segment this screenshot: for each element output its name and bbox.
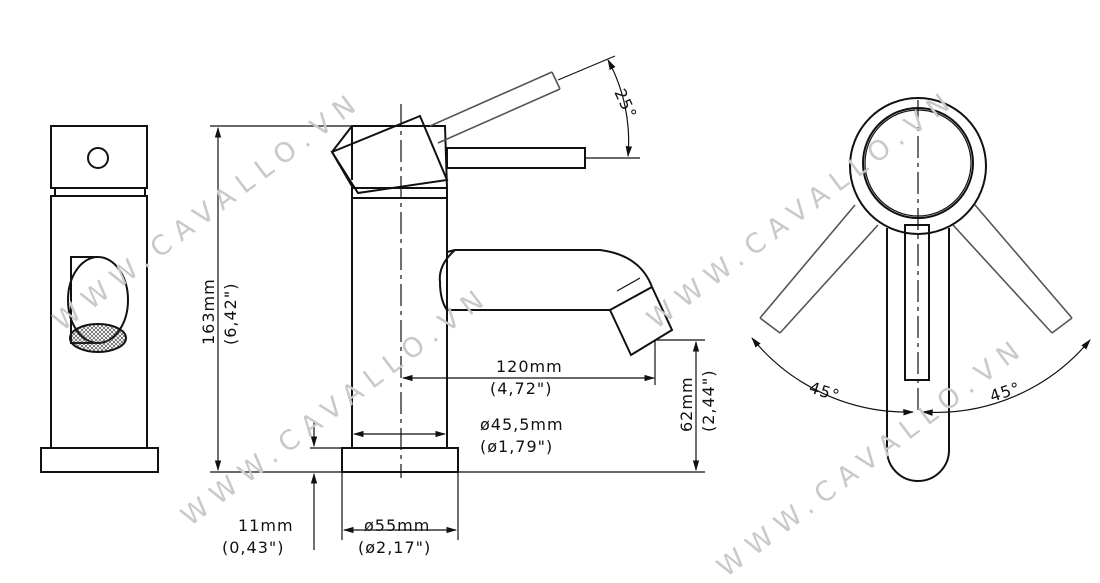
front-view-spout (67, 256, 129, 353)
label-base-thickness: 11mm (238, 516, 294, 535)
top-view-lever-center (904, 224, 930, 381)
lever-angle-arc (607, 59, 633, 158)
right-angle-arc (921, 339, 1091, 416)
side-view (330, 71, 674, 478)
side-view-base (341, 447, 459, 473)
left-angle-arc (751, 337, 915, 416)
aerator-mesh (69, 323, 127, 353)
label-angle-left: 45° (807, 378, 843, 406)
side-view-spout (438, 249, 674, 357)
label-base-diameter-in: (ø2,17") (358, 538, 431, 557)
label-reach: 120mm (496, 357, 563, 376)
side-view-lever (446, 147, 586, 169)
front-view-base (40, 447, 159, 473)
label-spout-height: 62mm (677, 376, 696, 432)
front-view-collar (54, 187, 146, 197)
label-body-diameter-in: (ø1,79") (480, 437, 553, 456)
label-body-diameter: ø45,5mm (480, 415, 564, 434)
dimension-labels: 25° 163mm (6,42") 120mm (4,72") 62mm (2,… (199, 86, 1023, 557)
watermark-text: WWW.CAVALLO.VN (642, 83, 963, 336)
side-view-lever-raised (429, 71, 561, 144)
label-spout-height-in: (2,44") (699, 370, 718, 432)
side-view-collar (351, 187, 448, 199)
label-angle-lever: 25° (610, 86, 640, 122)
front-view-handle-pin (87, 147, 109, 169)
top-view-lever-left (759, 204, 879, 334)
top-view-lever-right (952, 204, 1073, 334)
top-view-body (886, 228, 950, 482)
label-height: 163mm (199, 278, 218, 345)
top-view-outer-circle (849, 97, 987, 235)
label-base-diameter: ø55mm (364, 516, 430, 535)
front-view (40, 125, 159, 473)
label-height-in: (6,42") (221, 283, 240, 345)
top-view (751, 97, 1091, 482)
dimension-lines (210, 55, 705, 550)
watermark-text: WWW.CAVALLO.VN (712, 331, 1033, 583)
front-view-handle-block (50, 125, 148, 189)
label-base-thickness-in: (0,43") (222, 538, 284, 557)
label-reach-in: (4,72") (490, 379, 552, 398)
watermarks: WWW.CAVALLO.VN WWW.CAVALLO.VN WWW.CAVALL… (48, 83, 1033, 583)
